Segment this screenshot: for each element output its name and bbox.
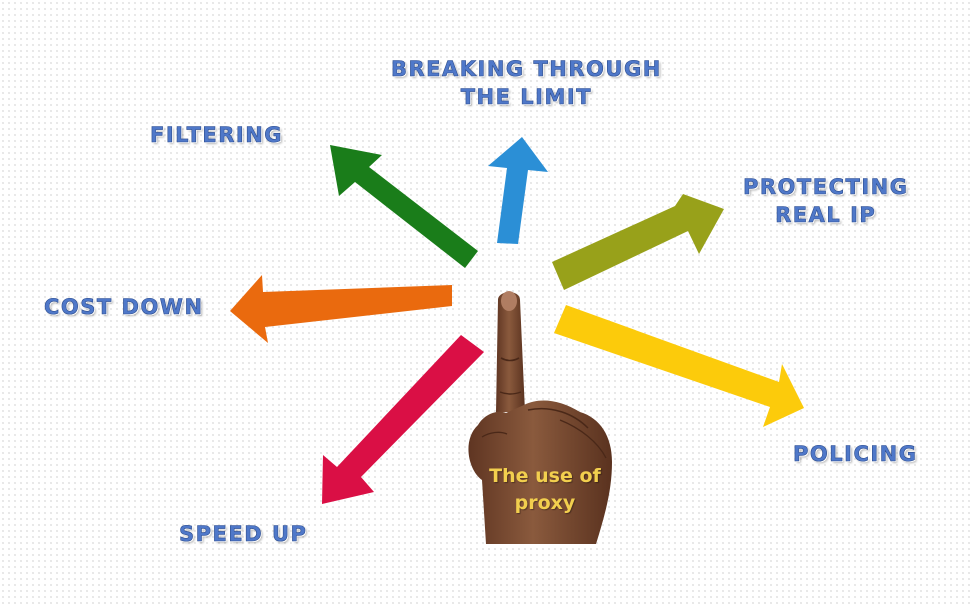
- center-text-line1: The use of: [470, 463, 620, 490]
- filtering-arrow: [330, 145, 478, 268]
- center-text-line2: proxy: [470, 490, 620, 517]
- cost-down-arrow: [230, 275, 452, 343]
- label-breaking-through: BREAKING THROUGH THE LIMIT: [391, 55, 662, 111]
- label-policing: POLICING: [793, 440, 917, 468]
- speed-up-arrow: [322, 335, 484, 504]
- protecting-arrow: [552, 194, 724, 290]
- center-text: The use of proxy: [470, 463, 620, 517]
- label-filtering: FILTERING: [150, 121, 283, 149]
- breaking-arrow: [488, 137, 548, 244]
- policing-arrow: [554, 305, 804, 427]
- label-cost-down: COST DOWN: [44, 293, 204, 321]
- label-protecting-real-ip: PROTECTING REAL IP: [743, 173, 908, 229]
- label-speed-up: SPEED UP: [179, 520, 307, 548]
